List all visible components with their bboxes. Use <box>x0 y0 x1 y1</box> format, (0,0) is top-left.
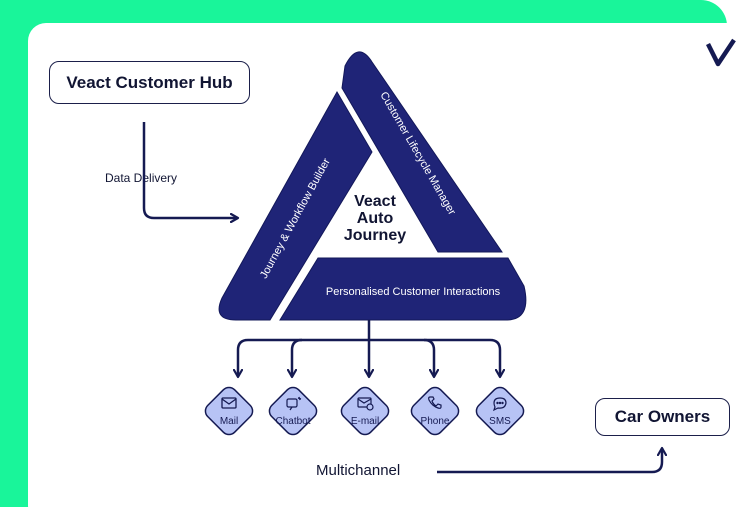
veact-auto-journey-title: Veact Auto Journey <box>330 193 420 244</box>
veact-customer-hub-box: Veact Customer Hub <box>49 61 250 104</box>
owners-label: Car Owners <box>614 407 711 426</box>
sms-icon <box>492 397 507 412</box>
channel-label: E-mail <box>351 416 379 427</box>
car-owners-box: Car Owners <box>595 398 730 436</box>
center-title-line: Veact <box>354 193 396 210</box>
channel-chatbot: Chatbot <box>268 386 318 436</box>
chatbot-icon <box>286 396 302 411</box>
data-delivery-arrow <box>142 122 238 218</box>
mail-icon <box>221 397 237 409</box>
channel-label: SMS <box>489 416 511 427</box>
phone-icon <box>428 396 442 409</box>
data-delivery-label: Data Delivery <box>105 171 178 185</box>
channel-label: Phone <box>421 416 450 427</box>
triangle-segment-bottom: Personalised Customer Interactions <box>279 257 527 321</box>
center-title-line: Auto <box>356 210 394 227</box>
center-title-line: Journey <box>343 227 407 244</box>
channel-phone: Phone <box>410 386 460 436</box>
channel-label: Mail <box>220 416 238 427</box>
hub-label: Veact Customer Hub <box>66 72 233 92</box>
channel-label: Chatbot <box>275 416 310 427</box>
channel-mail: Mail <box>204 386 254 436</box>
segment-bottom-label: Personalised Customer Interactions <box>326 286 501 298</box>
veact-logo-icon <box>706 38 736 67</box>
channel-email: E-mail <box>340 386 390 436</box>
email-icon <box>357 397 374 411</box>
channel-connectors <box>238 320 500 377</box>
multichannel-arrow <box>437 448 662 474</box>
channel-sms: SMS <box>475 386 525 436</box>
multichannel-label: Multichannel <box>316 462 401 479</box>
